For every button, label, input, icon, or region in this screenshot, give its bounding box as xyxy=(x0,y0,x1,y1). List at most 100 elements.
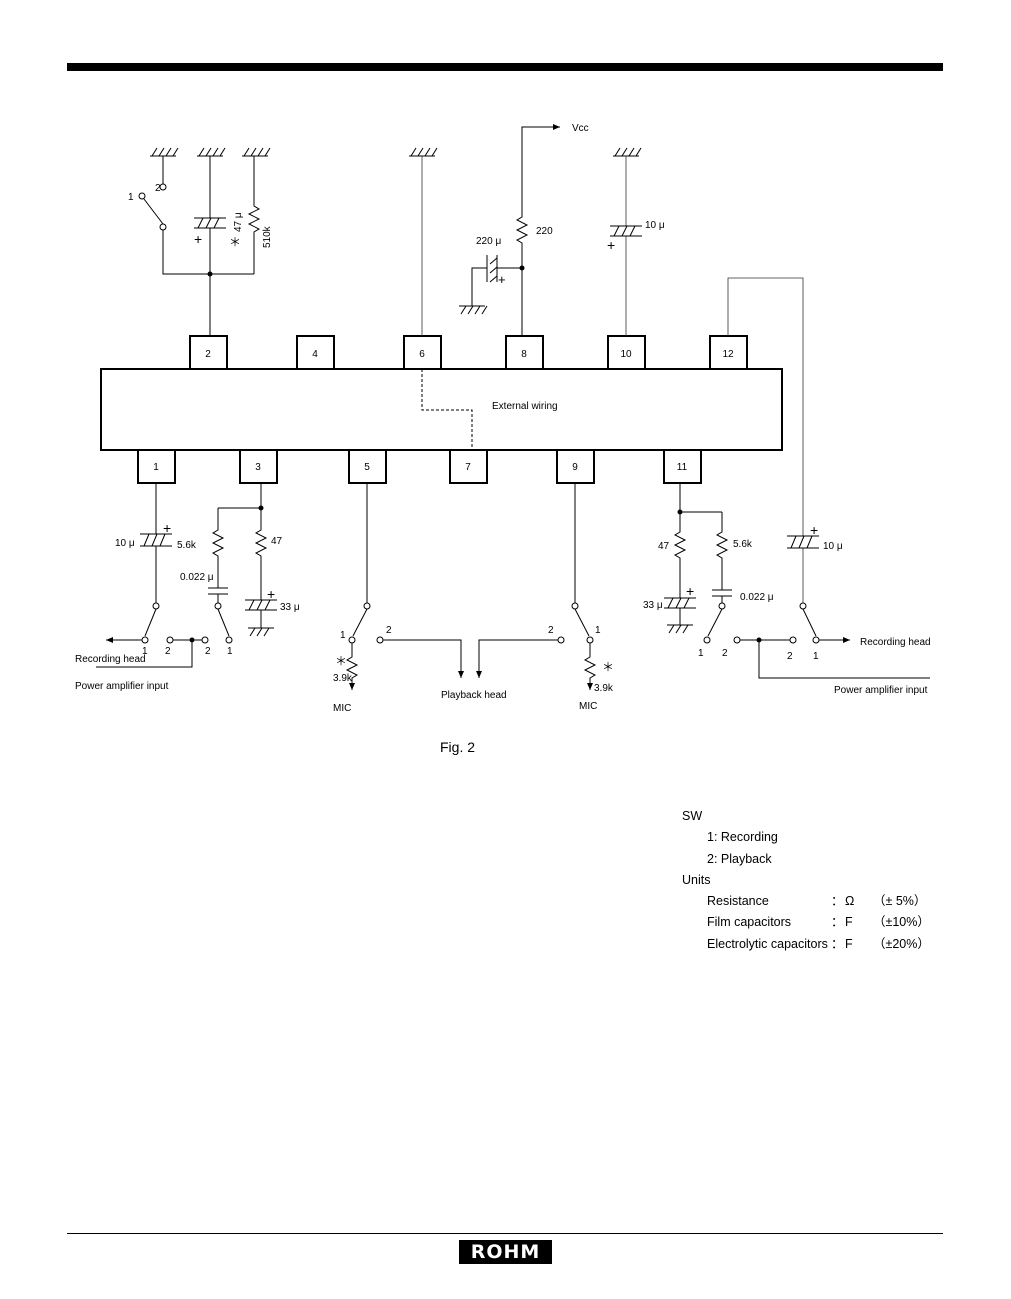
legend-sw-title: SW xyxy=(682,809,703,823)
switch-pos-label: 2 xyxy=(722,648,728,659)
polarity-plus: + xyxy=(607,237,615,253)
pin-number: 8 xyxy=(521,349,527,360)
unit-label: Resistance xyxy=(707,894,769,909)
pin-box-4 xyxy=(296,335,335,370)
pin6-ground xyxy=(409,147,438,336)
footer-rule xyxy=(67,1233,943,1234)
mic-left-label: MIC xyxy=(333,703,351,714)
figure-caption: Fig. 2 xyxy=(440,739,476,755)
cap-10u-label: 10 μ xyxy=(823,541,843,552)
res-5.6k-label: 5.6k xyxy=(177,540,197,551)
switch-pos-label: 2 xyxy=(155,183,161,194)
unit-label: Film capacitors xyxy=(707,915,792,930)
header-rule xyxy=(67,63,943,71)
switch-pos-label: 2 xyxy=(165,646,171,657)
unit-symbol: F xyxy=(845,936,853,951)
pin-box-8 xyxy=(505,335,544,370)
cap-0.022u-label: 0.022 μ xyxy=(740,592,774,603)
res-47-label: 47 xyxy=(271,536,283,547)
switch-pos-label: 1 xyxy=(128,192,134,203)
pin-box-11 xyxy=(663,449,702,484)
asterisk-mark: ＊ xyxy=(229,235,241,249)
pin-box-5 xyxy=(348,449,387,484)
unit-label: Electrolytic capacitors xyxy=(707,936,828,951)
switch-pos-label: 1 xyxy=(340,630,346,641)
vcc-label: Vcc xyxy=(572,123,589,134)
unit-sep: ： xyxy=(831,894,844,909)
unit-sep: ： xyxy=(831,936,844,951)
playback-head-label: Playback head xyxy=(441,690,507,701)
cap-10u-label: 10 μ xyxy=(115,538,135,549)
legend-unit-row: Film capacitors ： F （±10%） xyxy=(682,912,930,933)
pin8-network: Vcc 220 220 μ + xyxy=(459,123,589,336)
pin11-network: 47 + 33 μ 5.6k 0.022 μ 1 2 Power amplifi… xyxy=(643,483,930,696)
cap-0.022u-label: 0.022 μ xyxy=(180,572,214,583)
legend-sw-item: 1: Recording xyxy=(707,830,778,845)
polarity-plus: + xyxy=(194,231,202,247)
pin-box-12 xyxy=(709,335,748,370)
res-3.9k-label: 3.9k xyxy=(594,683,614,694)
recording-head-right-label: Recording head xyxy=(860,637,931,648)
legend-unit-row: Resistance ： Ω （± 5%） xyxy=(682,891,930,912)
unit-tolerance: （±10%） xyxy=(873,915,930,930)
power-amp-right-label: Power amplifier input xyxy=(834,685,928,696)
switch-pos-label: 1 xyxy=(142,646,148,657)
recording-head-left-label: Recording head xyxy=(75,654,146,665)
pin-number: 7 xyxy=(465,462,471,473)
polarity-plus: + xyxy=(267,586,275,602)
unit-tolerance: （±20%） xyxy=(873,936,930,951)
pin3-network: 0.022 μ 1 47 + 33 μ xyxy=(180,483,300,657)
cap-33u-label: 33 μ xyxy=(643,600,663,611)
res-510k-label: 510k xyxy=(262,225,273,248)
pin-number: 2 xyxy=(205,349,211,360)
legend-unit-row: Electrolytic capacitors ： F （±20%） xyxy=(682,934,930,955)
pin-number: 6 xyxy=(419,349,425,360)
ic-label: External wiring xyxy=(492,401,558,412)
power-amp-left-label: Power amplifier input xyxy=(75,681,169,692)
asterisk-mark: ＊ xyxy=(602,660,614,674)
switch-pos-label: 2 xyxy=(548,625,554,636)
switch-pos-label: 2 xyxy=(386,625,392,636)
res-5.6k-label: 5.6k xyxy=(733,539,753,550)
pin-number: 11 xyxy=(677,462,688,473)
res-220-label: 220 xyxy=(536,226,553,237)
cap-33u-label: 33 μ xyxy=(280,602,300,613)
unit-symbol: Ω xyxy=(845,894,855,909)
pin9-network: 1 ＊ 3.9k MIC 2 Playback head xyxy=(441,483,614,712)
polarity-plus: + xyxy=(686,583,694,599)
legend: SW 1: Recording 2: Playback Units Resist… xyxy=(682,806,930,955)
legend-units-title: Units xyxy=(682,872,711,887)
external-wiring-dashed-link xyxy=(421,369,473,450)
pin-number: 12 xyxy=(722,349,734,360)
legend-sw-item: 2: Playback xyxy=(707,851,772,866)
unit-tolerance: （± 5%） xyxy=(873,894,927,909)
cap-47u-label: 47 μ xyxy=(233,212,244,232)
pin5-network: 1 ＊ 3.9k MIC 2 xyxy=(333,483,464,714)
res-3.9k-label: 3.9k xyxy=(333,673,353,684)
pin-number: 4 xyxy=(312,349,318,360)
switch-pos-label: 1 xyxy=(227,646,233,657)
bottom-pins: 1 3 5 7 9 11 xyxy=(137,449,702,484)
rohm-logo: ROHM xyxy=(459,1240,552,1264)
pin-number: 10 xyxy=(620,349,632,360)
top-pins: 2 4 6 8 10 12 xyxy=(189,335,748,370)
pin-number: 9 xyxy=(572,462,578,473)
pin10-network: 10 μ + xyxy=(607,147,665,336)
polarity-plus: + xyxy=(163,520,171,536)
asterisk-mark: ＊ xyxy=(335,654,347,668)
pin-box-10 xyxy=(607,335,646,370)
switch-pos-label: 2 xyxy=(787,651,793,662)
switch-pos-label: 1 xyxy=(595,625,601,636)
unit-symbol: F xyxy=(845,915,853,930)
switch-pos-label: 1 xyxy=(698,648,704,659)
polarity-plus: + xyxy=(498,272,506,287)
res-47-label: 47 xyxy=(658,541,670,552)
pin-box-3 xyxy=(239,449,278,484)
mic-right-label: MIC xyxy=(579,701,597,712)
pin-number: 1 xyxy=(153,462,159,473)
pin-box-2 xyxy=(189,335,228,370)
cap-10u-label: 10 μ xyxy=(645,220,665,231)
cap-220u-label: 220 μ xyxy=(476,236,501,247)
pin-number: 3 xyxy=(255,462,261,473)
